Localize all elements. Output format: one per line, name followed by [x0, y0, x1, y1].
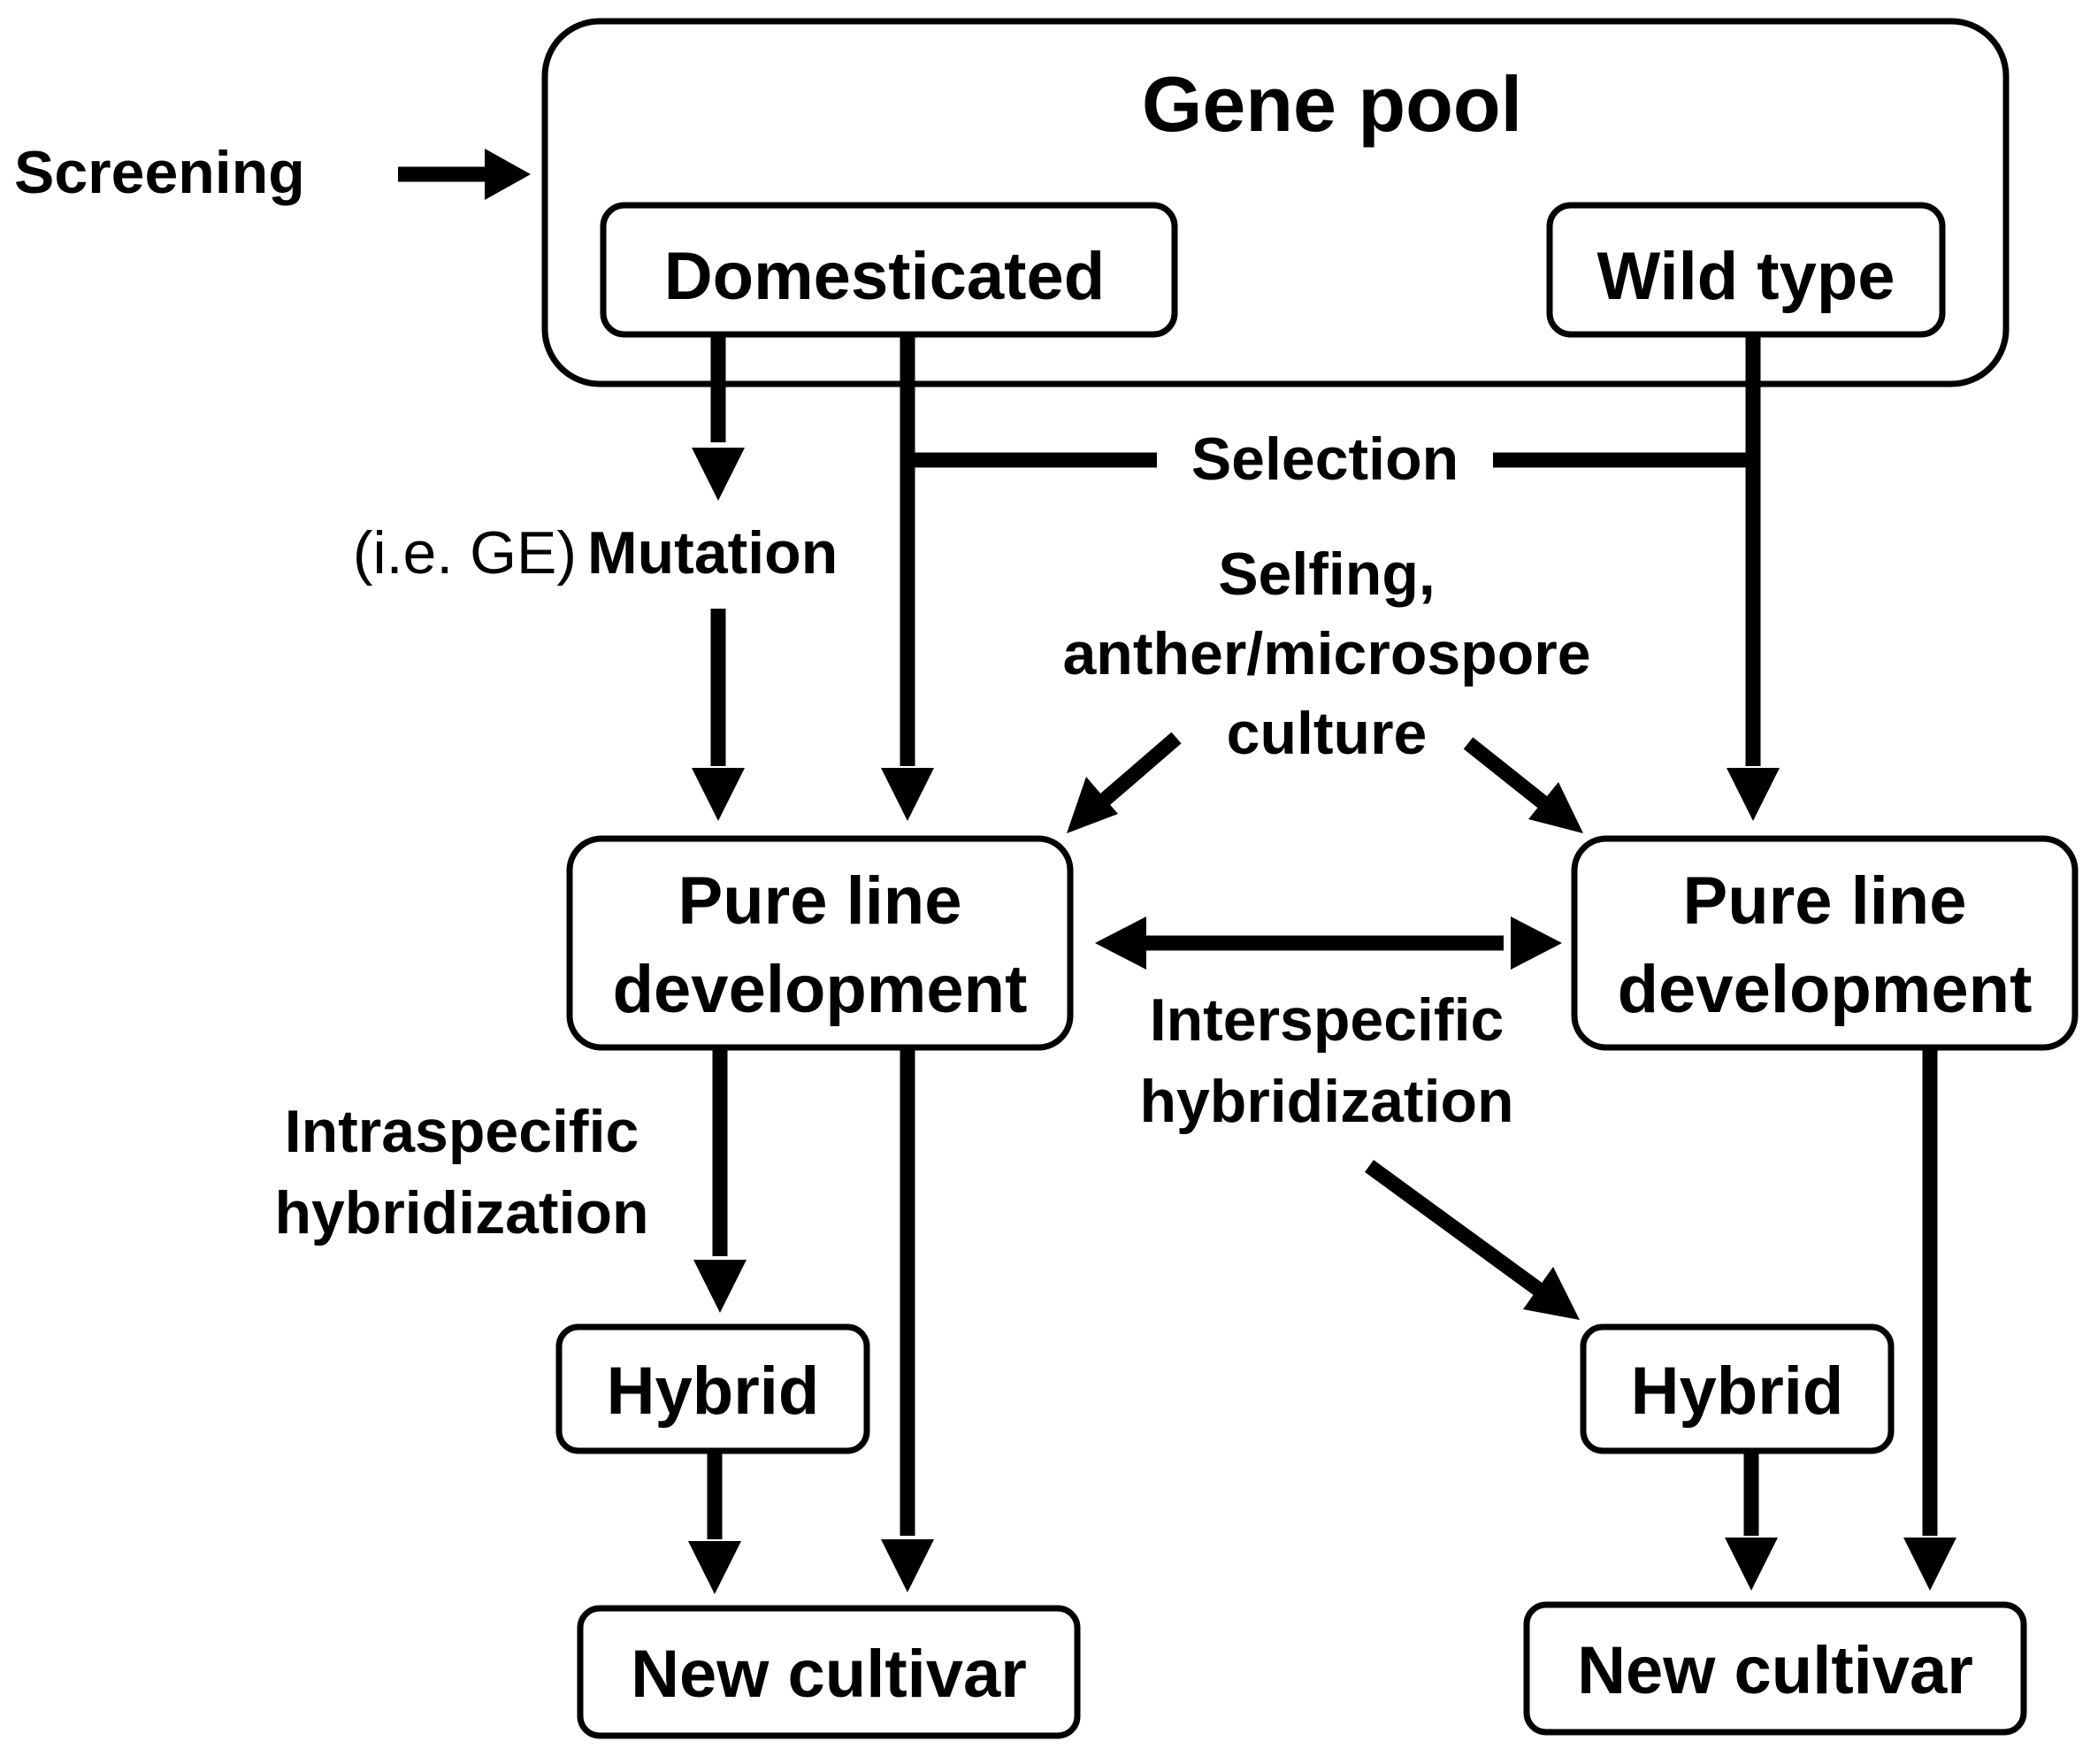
selfing-right-arrowhead	[1528, 782, 1583, 833]
pure-line-left-box	[566, 835, 1074, 1051]
domesticated-selection-arrowhead	[881, 768, 934, 821]
pure-line-right-line-1: Pure line	[1683, 863, 1967, 939]
wild-type-label: Wild type	[1596, 239, 1895, 314]
wild-type-selection-arrowhead	[1727, 768, 1780, 821]
new-cultivar-left-box	[577, 1605, 1081, 1739]
pure-line-left-line-2: development	[613, 952, 1028, 1027]
hybrid-right-box	[1580, 1323, 1895, 1454]
selection-label: Selection	[1191, 426, 1459, 493]
mutation-bottom-arrowhead	[692, 768, 745, 821]
selfing-right-line	[1463, 737, 1551, 811]
selfing-label-line-2: anther/microspore	[1062, 620, 1590, 687]
interspecific-label-line-2: hybridization	[1139, 1068, 1513, 1135]
selfing-label-line-3: culture	[1227, 700, 1428, 767]
intraspecific-label-line-1: Intraspecific	[285, 1098, 639, 1165]
gene-pool-title: Gene pool	[1142, 60, 1522, 148]
selfing-left-line	[1093, 732, 1182, 811]
interspecific-label-line-1: Interspecific	[1150, 986, 1505, 1054]
pure-line-left-line-1: Pure line	[678, 863, 962, 939]
pure-line-right-box	[1571, 835, 2079, 1051]
hybrid-right-to-cultivar-arrowhead	[1725, 1538, 1778, 1591]
selfing-left-arrowhead	[1067, 777, 1118, 833]
selfing-label-line-1: Selfing,	[1218, 541, 1436, 608]
domesticated-label: Domesticated	[664, 239, 1105, 314]
pure-left-to-cultivar-arrowhead	[881, 1539, 934, 1592]
hybrid-right-label: Hybrid	[1631, 1354, 1844, 1429]
mutation-label: Mutation	[587, 519, 838, 587]
hybrid-left-to-cultivar-arrowhead	[688, 1541, 741, 1594]
mutation-note-label: (i.e. GE)	[353, 519, 577, 587]
intraspecific-arrowhead	[693, 1260, 747, 1313]
new-cultivar-right-label: New cultivar	[1577, 1633, 1973, 1708]
interspecific-to-hybrid-line	[1364, 1160, 1544, 1296]
interspecific-right-arrowhead	[1511, 917, 1562, 970]
screening-label: Screening	[14, 139, 305, 206]
screening-arrowhead	[485, 149, 531, 200]
intraspecific-label-line-2: hybridization	[274, 1179, 648, 1246]
pure-line-right-line-2: development	[1618, 952, 2033, 1027]
interspecific-to-hybrid-arrowhead	[1523, 1267, 1580, 1320]
new-cultivar-right-box	[1523, 1601, 2027, 1736]
hybrid-left-label: Hybrid	[607, 1354, 820, 1429]
mutation-top-arrowhead	[692, 448, 745, 501]
pure-right-to-cultivar-arrowhead	[1903, 1538, 1956, 1591]
interspecific-left-arrowhead	[1095, 917, 1146, 970]
new-cultivar-left-label: New cultivar	[631, 1637, 1027, 1712]
domesticated-box	[600, 202, 1178, 338]
